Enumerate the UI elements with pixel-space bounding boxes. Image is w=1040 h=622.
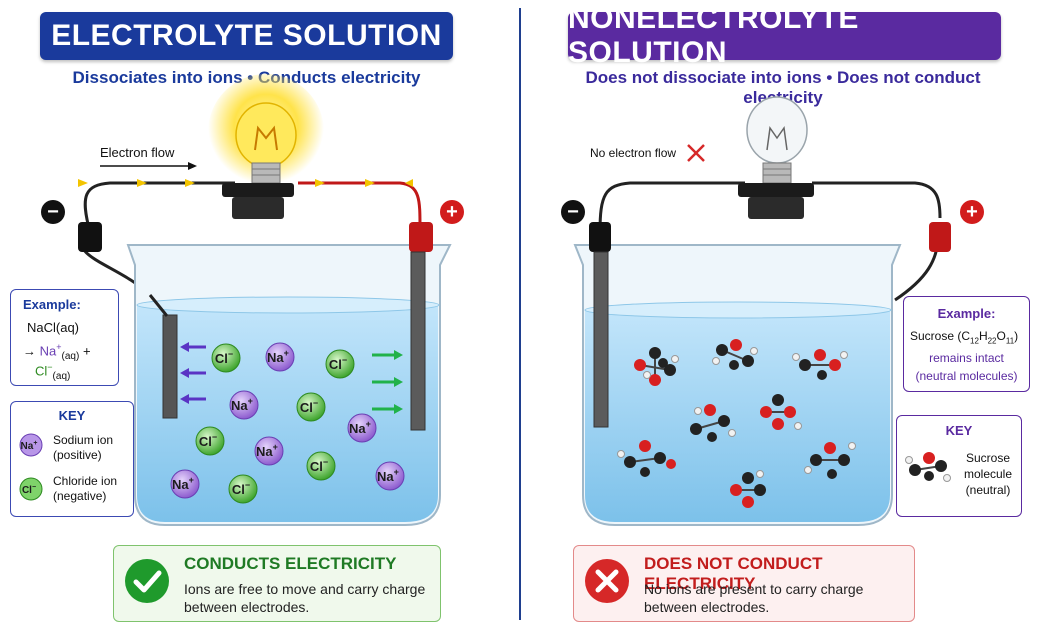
check-icon <box>125 559 169 603</box>
svg-text:Cl−: Cl− <box>215 349 233 366</box>
right-example-formula: Sucrose (C12H22O11) <box>910 329 1019 346</box>
sodium-ion: Na+ <box>170 469 200 499</box>
left-result-body: Ions are free to move and carry charge b… <box>184 581 426 615</box>
svg-text:Na+: Na+ <box>256 442 278 459</box>
right-title: NONELECTROLYTE SOLUTION <box>568 2 859 69</box>
electron-flow-label: Electron flow <box>100 145 175 160</box>
right-example-box: Example: Sucrose (C12H22O11) remains int… <box>903 296 1030 392</box>
lit-bulb-icon <box>222 183 294 197</box>
right-example-heading: Example: <box>937 306 996 321</box>
anion-flow-arrows <box>180 342 206 404</box>
right-example-line2: remains intact <box>929 351 1004 365</box>
sucrose-molecule <box>792 349 848 380</box>
chloride-ion: Cl− <box>228 474 258 504</box>
negative-terminal <box>41 200 65 224</box>
negative-wire <box>83 181 235 233</box>
svg-text:Cl−: Cl− <box>300 398 318 415</box>
negative-terminal <box>561 200 585 224</box>
key-sodium-icon: Na+ <box>19 433 43 457</box>
left-example-heading: Example: <box>23 297 81 312</box>
svg-text:Na+: Na+ <box>377 467 399 484</box>
cross-icon <box>585 559 629 603</box>
sucrose-molecule <box>804 442 856 479</box>
chloride-ion: Cl− <box>306 451 336 481</box>
nonelectrolyte-apparatus: No electron flow − + <box>561 96 984 526</box>
chloride-ion: Cl− <box>325 349 355 379</box>
positive-terminal <box>960 200 984 224</box>
chloride-ion: Cl− <box>195 426 225 456</box>
key-chloride-icon: Cl− <box>19 477 43 501</box>
positive-terminal <box>440 200 464 224</box>
left-example-box: Example: NaCl(aq) → Na+(aq) + Cl−(aq) <box>10 289 119 386</box>
left-example-line1: NaCl(aq) <box>27 320 80 335</box>
sucrose-molecule <box>690 404 736 442</box>
key-sucrose-icon <box>905 452 951 482</box>
key-chloride-label: Chloride ion(negative) <box>53 474 118 503</box>
left-key-box: KEY Na+ Sodium ion(positive) Cl− Chlorid… <box>10 401 134 517</box>
left-example-line2: → Na+(aq) + <box>23 342 91 362</box>
right-key-heading: KEY <box>945 423 973 438</box>
ions: Cl− Cl− Cl− Cl− Cl− Cl− Na+ Na+ Na+ Na+ … <box>170 342 405 504</box>
svg-text:Cl−: Cl− <box>232 480 250 497</box>
sodium-ion: Na+ <box>375 461 405 491</box>
svg-text:Na+: Na+ <box>349 419 371 436</box>
unlit-bulb-icon <box>738 96 814 219</box>
chloride-ion: Cl− <box>296 392 326 422</box>
electrolyte-apparatus: Electron flow − + Cl− Cl− Cl− Cl− Cl− <box>41 74 464 526</box>
key-sodium-label: Sodium ion(positive) <box>53 433 114 462</box>
svg-text:−: − <box>567 201 579 223</box>
sucrose-molecules <box>617 339 856 508</box>
left-title-banner: ELECTROLYTE SOLUTION <box>40 12 453 60</box>
left-title: ELECTROLYTE SOLUTION <box>51 19 442 52</box>
cross-icon <box>687 144 705 162</box>
svg-text:Na+: Na+ <box>21 440 38 452</box>
right-result-heading: DOES NOT CONDUCT ELECTRICITY <box>644 554 823 593</box>
left-result-heading: CONDUCTS ELECTRICITY <box>184 554 397 573</box>
electrode <box>593 251 609 428</box>
sucrose-molecule <box>730 470 766 508</box>
sodium-ion: Na+ <box>265 342 295 372</box>
positive-wire <box>298 181 422 229</box>
right-example-line3: (neutral molecules) <box>915 369 1018 383</box>
left-result-box: CONDUCTS ELECTRICITY Ions are free to mo… <box>113 545 441 622</box>
left-example-line3: Cl−(aq) <box>35 362 71 382</box>
sodium-ion: Na+ <box>347 413 377 443</box>
sucrose-molecule <box>760 394 802 430</box>
right-result-box: DOES NOT CONDUCT ELECTRICITY No ions are… <box>573 545 915 622</box>
center-divider <box>519 8 521 620</box>
chloride-ion: Cl− <box>211 343 241 373</box>
positive-electrode <box>410 251 426 431</box>
no-flow-label: No electron flow <box>590 146 676 160</box>
svg-text:Na+: Na+ <box>172 475 194 492</box>
left-key-heading: KEY <box>58 408 86 423</box>
svg-text:Na+: Na+ <box>231 396 253 413</box>
svg-text:+: + <box>966 201 978 223</box>
svg-text:Cl−: Cl− <box>199 432 217 449</box>
cation-flow-arrows <box>372 350 403 414</box>
sucrose-molecule <box>634 347 679 386</box>
negative-electrode <box>162 314 178 419</box>
electron-flow-arrows <box>78 179 413 187</box>
svg-text:Na+: Na+ <box>267 348 289 365</box>
svg-text:+: + <box>446 201 458 223</box>
sucrose-molecule <box>617 440 676 477</box>
sodium-ion: Na+ <box>254 436 284 466</box>
svg-text:Cl−: Cl− <box>22 484 36 496</box>
right-result-body: No ions are present to carry charge betw… <box>644 581 864 615</box>
sucrose-molecule <box>712 339 758 370</box>
svg-text:−: − <box>47 201 59 223</box>
svg-text:Cl−: Cl− <box>310 457 328 474</box>
svg-text:Cl−: Cl− <box>329 355 347 372</box>
right-title-banner: NONELECTROLYTE SOLUTION <box>568 2 1001 69</box>
sodium-ion: Na+ <box>229 390 259 420</box>
